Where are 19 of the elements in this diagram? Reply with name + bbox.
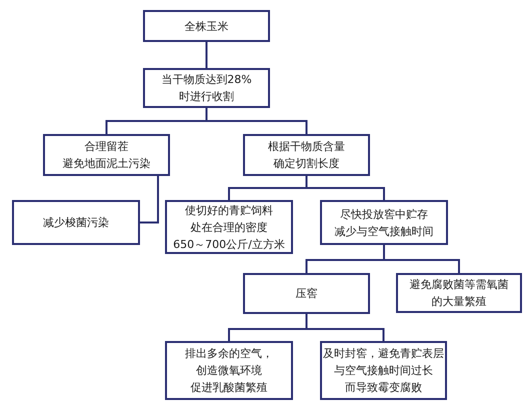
- process-box: 根据干物质含量确定切割长度: [243, 134, 370, 176]
- process-box: 减少梭菌污染: [12, 200, 140, 245]
- connector-line: [140, 176, 159, 224]
- process-box: 避免腐败菌等需氧菌的大量繁殖: [396, 273, 522, 313]
- process-box: 压窖: [243, 273, 370, 314]
- connector-line: [206, 108, 308, 134]
- connector-line: [306, 314, 384, 341]
- process-box: [43, 134, 170, 176]
- process-box: 当干物质达到28%时进行收割: [143, 68, 270, 108]
- process-box: 使切好的青贮饲料处在合理的密度650～700公斤/立方米: [165, 200, 293, 254]
- box-heading: 合理留茬: [84, 139, 128, 155]
- connector-line: [206, 42, 208, 68]
- connector-line: [306, 176, 385, 200]
- connector-line: [383, 245, 460, 273]
- process-box: 排出多余的空气，创造微氧环境促进乳酸菌繁殖: [165, 341, 293, 400]
- process-box: 全株玉米: [143, 10, 270, 42]
- process-box: 尽快投放窖中贮存减少与空气接触时间: [320, 200, 448, 245]
- process-box: 及时封窖，避免青贮表层与空气接触时间过长而导致霉变腐败: [320, 341, 447, 400]
- box-text: 避免地面泥土污染: [62, 156, 150, 172]
